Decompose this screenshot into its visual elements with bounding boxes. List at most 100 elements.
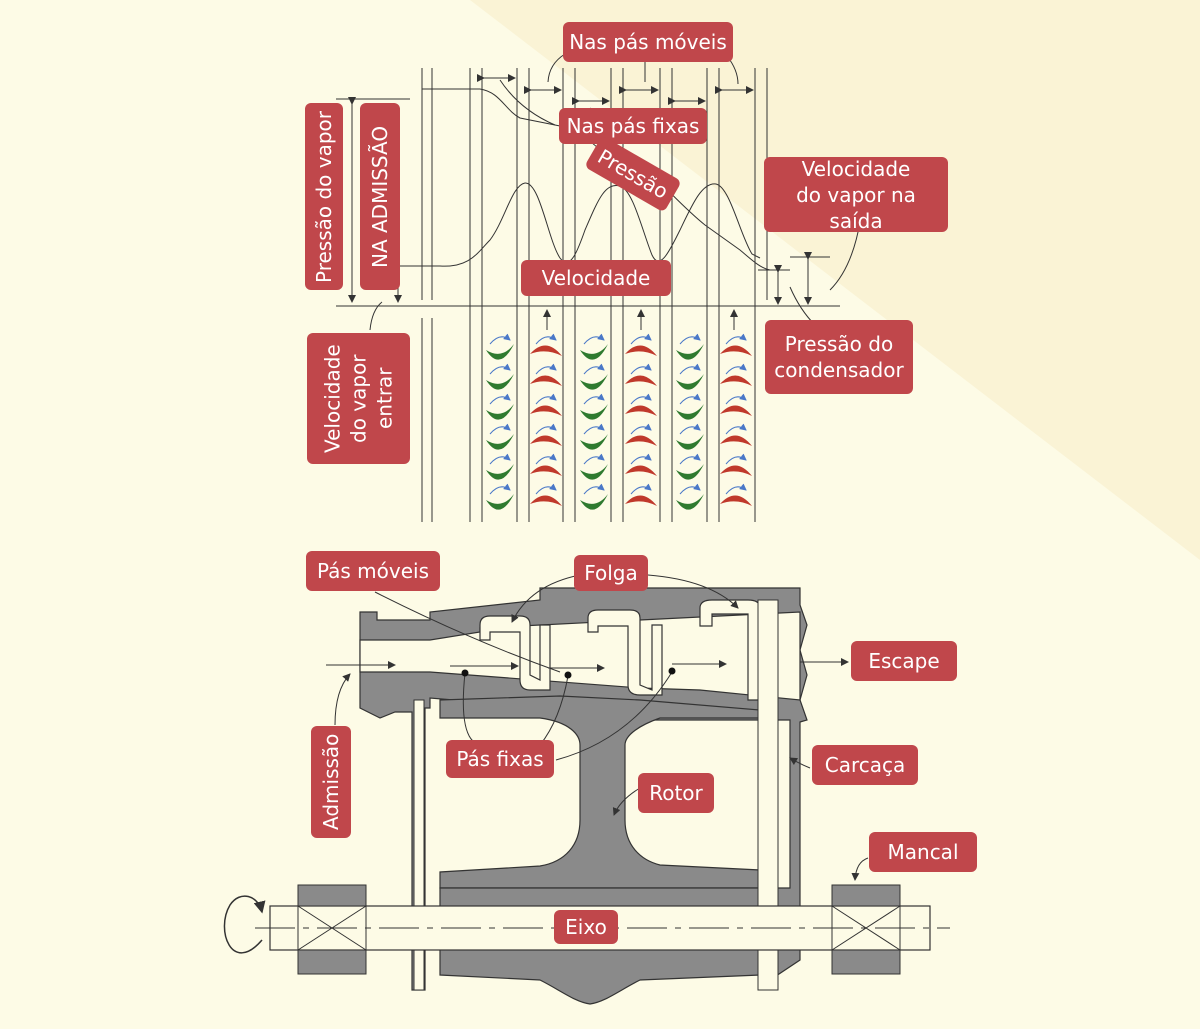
fixed-blade-crescent-icon bbox=[580, 374, 608, 390]
fixed-blade-crescent-icon bbox=[580, 434, 608, 450]
fixed-blade-crescent-icon bbox=[486, 464, 514, 480]
flow-arrow-icon bbox=[535, 483, 557, 495]
moving-blade-crescent-icon bbox=[530, 405, 562, 416]
flow-arrow-icon bbox=[489, 423, 511, 435]
moving-blade-crescent-icon bbox=[625, 435, 657, 446]
label-velocidade: Velocidade bbox=[521, 260, 671, 296]
flow-arrow-icon bbox=[583, 423, 605, 435]
fixed-blade-crescent-icon bbox=[486, 434, 514, 450]
flow-arrow-icon bbox=[489, 483, 511, 495]
flow-arrow-icon bbox=[535, 393, 557, 405]
moving-blade-crescent-icon bbox=[625, 375, 657, 386]
flow-arrow-icon bbox=[535, 363, 557, 375]
blade-rows bbox=[486, 333, 752, 510]
moving-blade-crescent-icon bbox=[625, 345, 657, 356]
rotation-arrow-icon bbox=[223, 895, 266, 954]
label-pas-moveis: Pás móveis bbox=[306, 551, 440, 591]
moving-blade-crescent-icon bbox=[720, 465, 752, 476]
label-folga: Folga bbox=[574, 555, 648, 591]
flow-arrow-icon bbox=[583, 483, 605, 495]
flow-arrow-icon bbox=[583, 333, 605, 345]
flow-arrow-icon bbox=[489, 363, 511, 375]
label-nas-pas-fixas: Nas pás fixas bbox=[559, 108, 707, 144]
moving-blade-crescent-icon bbox=[625, 495, 657, 506]
label-carcaca: Carcaça bbox=[812, 745, 918, 785]
flow-arrows bbox=[326, 658, 849, 672]
fixed-blade-crescent-icon bbox=[486, 344, 514, 360]
flow-arrow-icon bbox=[583, 453, 605, 465]
moving-blade-crescent-icon bbox=[530, 435, 562, 446]
flow-arrow-icon bbox=[679, 333, 701, 345]
fixed-blade-crescent-icon bbox=[486, 494, 514, 510]
flow-arrow-icon bbox=[725, 483, 747, 495]
flow-arrow-icon bbox=[489, 393, 511, 405]
fixed-blade-crescent-icon bbox=[676, 434, 704, 450]
moving-blade-crescent-icon bbox=[530, 345, 562, 356]
flow-arrow-icon bbox=[535, 423, 557, 435]
moving-blade-column-right bbox=[757, 599, 779, 991]
flow-arrow-icon bbox=[583, 393, 605, 405]
fixed-blade-1 bbox=[479, 615, 551, 691]
label-eixo: Eixo bbox=[554, 910, 618, 944]
fixed-blade-2 bbox=[587, 609, 663, 696]
moving-blade-crescent-icon bbox=[625, 405, 657, 416]
bearing-left bbox=[297, 884, 367, 975]
fixed-blade-3 bbox=[699, 599, 761, 701]
moving-blade-crescent-icon bbox=[720, 495, 752, 506]
flow-arrow-icon bbox=[630, 393, 652, 405]
flow-arrow-icon bbox=[679, 393, 701, 405]
label-escape: Escape bbox=[851, 641, 957, 681]
fixed-blade-crescent-icon bbox=[580, 494, 608, 510]
flow-arrow-icon bbox=[630, 423, 652, 435]
moving-blade-column-left bbox=[413, 699, 425, 991]
moving-blade-crescent-icon bbox=[530, 375, 562, 386]
moving-blade-crescent-icon bbox=[530, 465, 562, 476]
flow-arrow-icon bbox=[489, 453, 511, 465]
moving-blade-crescent-icon bbox=[625, 465, 657, 476]
velocity-curve bbox=[398, 182, 761, 267]
label-pressao-do-vapor: Pressão do vapor bbox=[305, 103, 343, 290]
moving-blade-crescent-icon bbox=[720, 435, 752, 446]
flow-arrow-icon bbox=[535, 453, 557, 465]
label-pas-fixas: Pás fixas bbox=[446, 740, 554, 778]
fixed-blade-crescent-icon bbox=[486, 374, 514, 390]
label-mancal: Mancal bbox=[869, 832, 977, 872]
fixed-blade-crescent-icon bbox=[676, 494, 704, 510]
moving-blade-crescent-icon bbox=[530, 495, 562, 506]
flow-arrow-icon bbox=[535, 333, 557, 345]
flow-arrow-icon bbox=[725, 423, 747, 435]
flow-arrow-icon bbox=[583, 363, 605, 375]
moving-blade-crescent-icon bbox=[720, 405, 752, 416]
flow-arrow-icon bbox=[630, 483, 652, 495]
fixed-blade-crescent-icon bbox=[676, 344, 704, 360]
flow-arrow-icon bbox=[679, 363, 701, 375]
flow-arrow-icon bbox=[679, 483, 701, 495]
moving-blade-crescent-icon bbox=[720, 345, 752, 356]
label-nas-pas-moveis: Nas pás móveis bbox=[563, 22, 733, 62]
bearing-right bbox=[831, 884, 901, 975]
turbine-section bbox=[223, 574, 950, 1005]
flow-arrow-icon bbox=[725, 393, 747, 405]
flow-arrow-icon bbox=[630, 333, 652, 345]
fixed-blade-crescent-icon bbox=[676, 404, 704, 420]
fixed-blade-crescent-icon bbox=[486, 404, 514, 420]
steam-passage bbox=[359, 611, 801, 701]
flow-arrow-icon bbox=[725, 363, 747, 375]
moving-blade-crescent-icon bbox=[720, 375, 752, 386]
flow-arrow-icon bbox=[630, 363, 652, 375]
label-rotor: Rotor bbox=[638, 773, 714, 813]
fixed-blade-crescent-icon bbox=[676, 464, 704, 480]
flow-arrow-icon bbox=[679, 453, 701, 465]
label-velocidade-vapor-saida: Velocidade do vapor na saída bbox=[764, 157, 948, 233]
label-velocidade-vapor-entrar: Velocidade do vapor entrar bbox=[307, 333, 410, 464]
flow-arrow-icon bbox=[630, 453, 652, 465]
label-admissao: Admissão bbox=[311, 726, 351, 838]
label-pressao-do-condensador: Pressão do condensador bbox=[765, 320, 913, 394]
fixed-blade-crescent-icon bbox=[580, 344, 608, 360]
fixed-blade-crescent-icon bbox=[580, 404, 608, 420]
fixed-blade-crescent-icon bbox=[580, 464, 608, 480]
flow-arrow-icon bbox=[725, 453, 747, 465]
flow-arrow-icon bbox=[725, 333, 747, 345]
fixed-blade-crescent-icon bbox=[676, 374, 704, 390]
